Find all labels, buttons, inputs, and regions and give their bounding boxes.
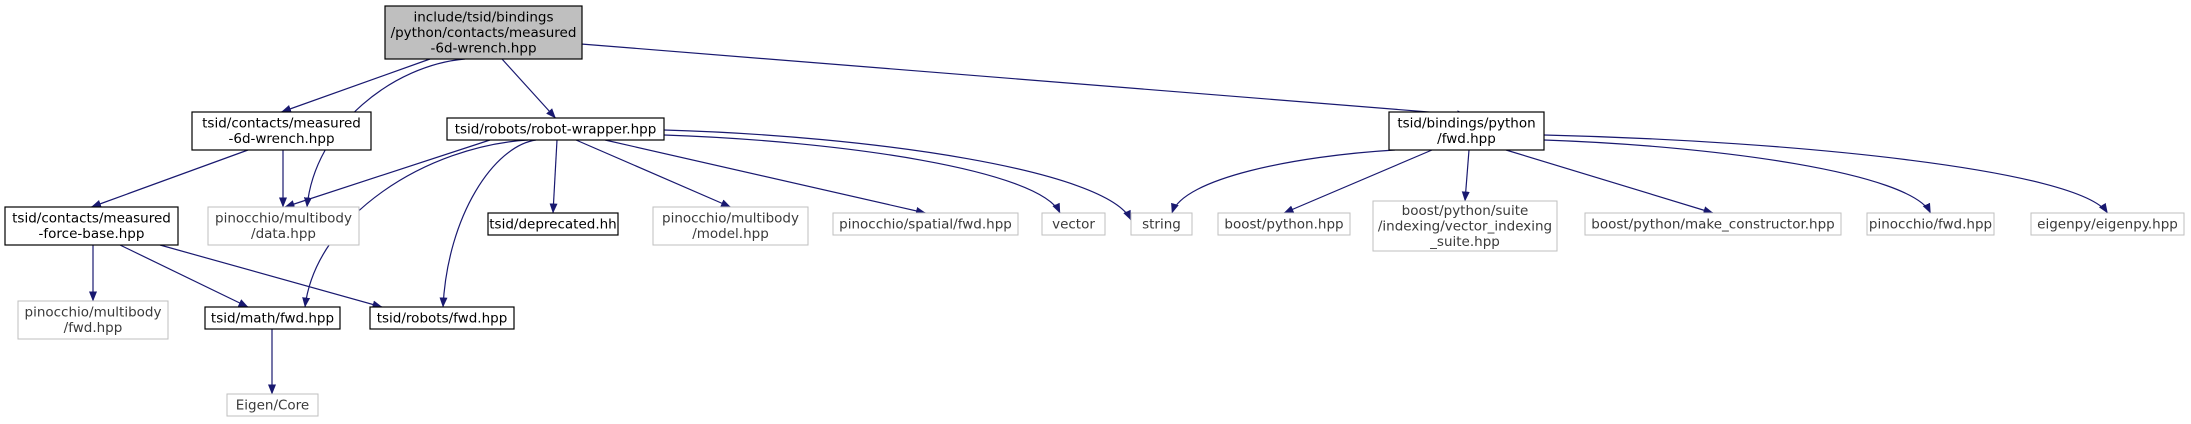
edge-bpf-to-bpmc [1505, 149, 1714, 215]
node-label-line: /python/contacts/measured [391, 25, 577, 41]
edge-bpf-to-eig [1543, 134, 2109, 214]
node-label-line: pinocchio/multibody [25, 305, 162, 321]
node-label-line: -force-base.hpp [39, 226, 145, 242]
node-pmmodel: pinocchio/multibody/model.hpp [652, 206, 809, 246]
edges [89, 43, 2109, 395]
node-box [1866, 212, 1995, 236]
node-pf: pinocchio/fwd.hpp [1866, 212, 1995, 236]
node-label-line: /fwd.hpp [64, 320, 123, 336]
node-bpmc: boost/python/make_constructor.hpp [1584, 212, 1842, 236]
node-box [832, 212, 1019, 236]
node-label-line: boost/python.hpp [1224, 216, 1343, 232]
node-box [2030, 212, 2185, 236]
edge-rw-to-trf [439, 139, 537, 308]
node-label-line: pinocchio/spatial/fwd.hpp [839, 216, 1012, 232]
node-box [652, 206, 809, 246]
edge-bpf-to-bpsi [1461, 149, 1470, 202]
node-rw[interactable]: tsid/robots/robot-wrapper.hpp [446, 117, 665, 141]
edge-tcmfb-to-trf [159, 244, 383, 309]
node-label-line: pinocchio/multibody [215, 211, 352, 227]
node-label-line: Eigen/Core [236, 397, 310, 413]
node-ec: Eigen/Core [226, 393, 319, 417]
node-box [487, 212, 619, 236]
node-label-line: /indexing/vector_indexing [1378, 218, 1552, 234]
node-label-line: tsid/bindings/python [1397, 116, 1535, 132]
node-label-line: boost/python/make_constructor.hpp [1591, 216, 1835, 232]
node-label-line: -6d-wrench.hpp [228, 131, 334, 147]
edge-rw-to-pmdata [284, 139, 491, 208]
edge-rw-to-psf [604, 139, 926, 215]
node-box [17, 300, 169, 340]
edge-root-to-pmdata [303, 58, 466, 208]
node-root[interactable]: include/tsid/bindings/python/contacts/me… [384, 5, 583, 60]
node-box [207, 206, 360, 246]
node-tcm6d[interactable]: tsid/contacts/measured-6d-wrench.hpp [191, 111, 372, 151]
node-label-line: /data.hpp [251, 226, 316, 242]
edge-tcm6d-to-tcmfb [91, 149, 249, 208]
node-string: string [1130, 212, 1193, 236]
node-label-line: tsid/math/fwd.hpp [211, 310, 334, 326]
node-label-line: tsid/robots/robot-wrapper.hpp [455, 121, 657, 137]
node-label-line: string [1142, 216, 1181, 232]
node-box [1041, 212, 1106, 236]
node-pmdata: pinocchio/multibody/data.hpp [207, 206, 360, 246]
node-box [4, 206, 179, 246]
node-psf: pinocchio/spatial/fwd.hpp [832, 212, 1019, 236]
edge-bpf-to-bph [1283, 149, 1433, 214]
edge-bpf-to-pf [1543, 139, 1932, 214]
node-box [384, 5, 583, 60]
node-label-line: tsid/contacts/measured [202, 116, 361, 132]
node-bpsi: boost/python/suite/indexing/vector_index… [1372, 200, 1558, 252]
node-box [1584, 212, 1842, 236]
node-label-line: -6d-wrench.hpp [430, 40, 536, 56]
node-tcmfb[interactable]: tsid/contacts/measured-force-base.hpp [4, 206, 179, 246]
edge-root-to-tcm6d [281, 58, 431, 113]
edge-rw-to-pmmodel [575, 139, 731, 208]
node-dep[interactable]: tsid/deprecated.hh [487, 212, 619, 236]
nodes: include/tsid/bindings/python/contacts/me… [4, 5, 2185, 417]
edge-rw-to-vector [663, 134, 1061, 214]
node-box [1388, 111, 1545, 151]
node-box [1217, 212, 1351, 236]
edge-root-to-rw [501, 58, 556, 119]
node-bpf[interactable]: tsid/bindings/python/fwd.hpp [1388, 111, 1545, 151]
node-vector: vector [1041, 212, 1106, 236]
node-label-line: /fwd.hpp [1437, 131, 1496, 147]
node-box [226, 393, 319, 417]
node-label-line: tsid/contacts/measured [12, 211, 171, 227]
edge-tcmfb-to-tmf [119, 244, 249, 308]
node-label-line: eigenpy/eigenpy.hpp [2037, 216, 2178, 232]
node-label-line: vector [1052, 216, 1095, 232]
node-box [191, 111, 372, 151]
node-label-line: pinocchio/multibody [662, 211, 799, 227]
node-box [369, 306, 515, 330]
edge-rw-to-dep [549, 139, 558, 214]
node-label-line: _suite.hpp [1429, 234, 1500, 250]
node-label-line: tsid/robots/fwd.hpp [377, 310, 508, 326]
edge-root-to-bpf [580, 43, 1467, 119]
node-box [1372, 200, 1558, 252]
node-trf[interactable]: tsid/robots/fwd.hpp [369, 306, 515, 330]
edge-bpf-to-string [1171, 149, 1396, 214]
node-label-line: pinocchio/fwd.hpp [1869, 216, 1992, 232]
node-label-line: include/tsid/bindings [413, 9, 553, 25]
node-box [446, 117, 665, 141]
edge-rw-to-tmf [302, 139, 529, 308]
node-label-line: /model.hpp [692, 226, 769, 242]
node-label-line: boost/python/suite [1402, 203, 1529, 219]
node-box [204, 306, 341, 330]
node-pmfwd: pinocchio/multibody/fwd.hpp [17, 300, 169, 340]
node-bph: boost/python.hpp [1217, 212, 1351, 236]
node-tmf[interactable]: tsid/math/fwd.hpp [204, 306, 341, 330]
node-eig: eigenpy/eigenpy.hpp [2030, 212, 2185, 236]
edge-rw-to-string [663, 129, 1132, 221]
node-label-line: tsid/deprecated.hh [489, 216, 616, 232]
node-box [1130, 212, 1193, 236]
